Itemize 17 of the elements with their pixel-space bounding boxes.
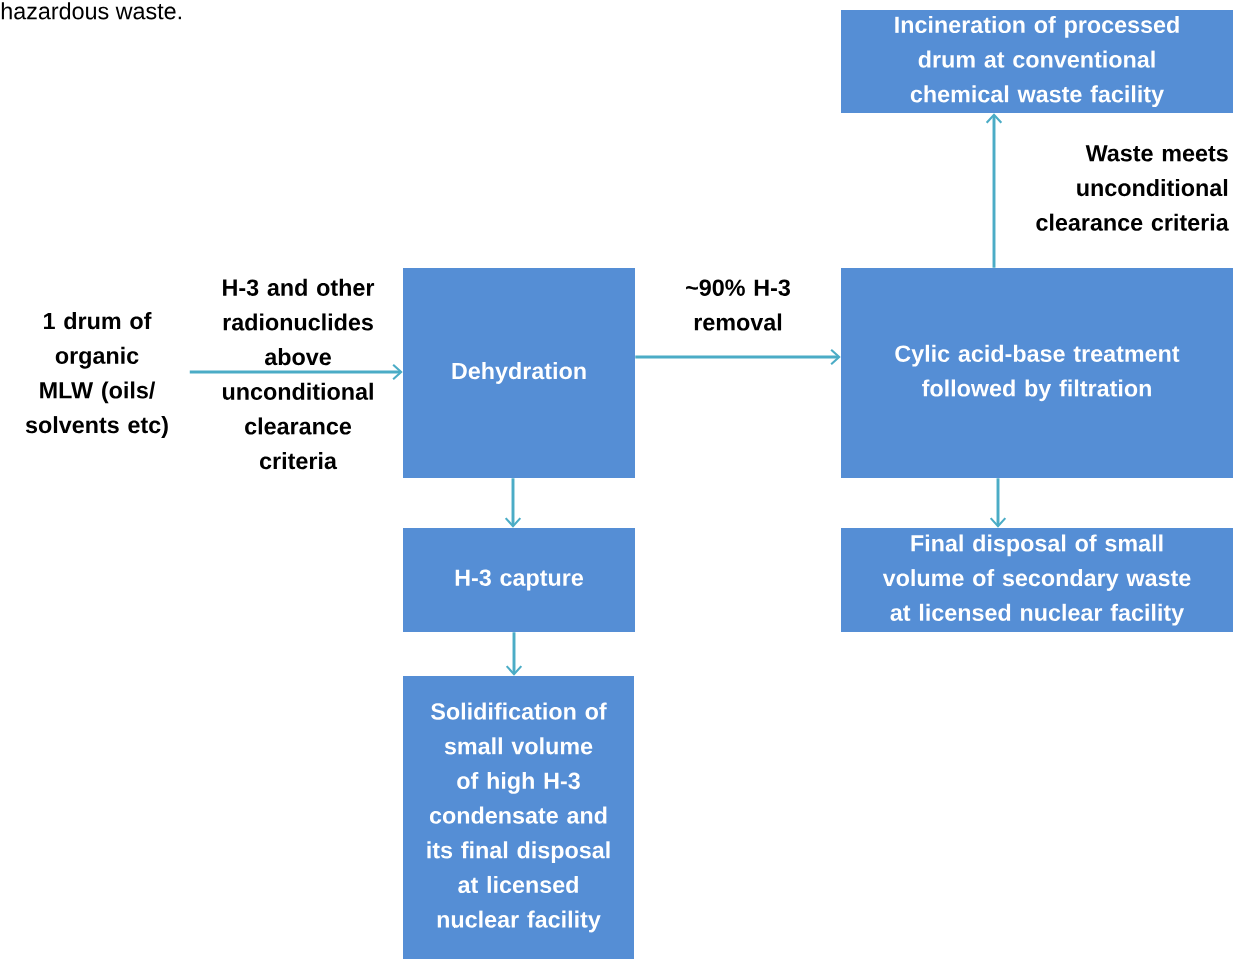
arrow [985, 113, 1003, 268]
arrow [504, 478, 522, 528]
arrow [189, 363, 403, 381]
input-text: 1 drum of organic MLW (oils/ solvents etc) [25, 312, 168, 438]
process-box: Dehydration [403, 268, 635, 478]
process-box: Cylic acid-base treatment followed by filtration [841, 268, 1233, 478]
process-box: Final disposal of small volume of secondary waste at licensed nuclear facility [841, 528, 1233, 632]
note-text: hazardous waste. [1, 2, 181, 20]
arrow [505, 632, 523, 676]
process-box: Incineration of processed drum at conventional chemical waste facility [841, 10, 1233, 113]
process-box: H-3 capture [403, 528, 635, 632]
edge-label: H-3 and other radionuclides above unconditional clearance criteria [223, 278, 375, 470]
arrow [989, 478, 1007, 528]
edge-label: Waste meets unconditional clearance criteria [1036, 145, 1229, 231]
process-box: Solidification of small volume of high H-3 condensate and its final disposal at licensed nuclear facility [403, 676, 634, 959]
edge-label: ~90% H-3 removal [686, 279, 790, 331]
arrow [635, 348, 841, 366]
